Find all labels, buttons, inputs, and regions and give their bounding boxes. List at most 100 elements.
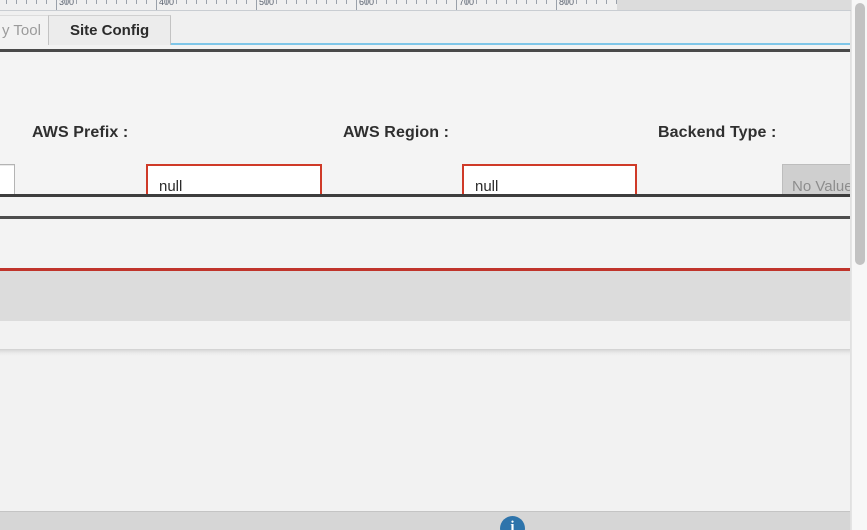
ruler-tick-minor [176, 0, 177, 4]
ruler-tick-major [456, 0, 457, 10]
ruler-tick-minor [236, 0, 237, 4]
ruler-tick-minor [436, 0, 437, 4]
content-canvas [0, 356, 867, 511]
ruler-tick-minor [326, 0, 327, 4]
ruler-tick-major [156, 0, 157, 10]
ruler-tick-minor [296, 0, 297, 4]
ruler-tick-minor [416, 0, 417, 4]
ruler-tick-minor [226, 0, 227, 4]
ruler-tick-minor [566, 0, 567, 4]
ruler-tick-minor [606, 0, 607, 4]
ruler-tick-minor [46, 0, 47, 4]
ruler-tick-minor [36, 0, 37, 4]
ruler-tick-major [56, 0, 57, 10]
ruler-tick-minor [346, 0, 347, 4]
ruler-tick-minor [76, 0, 77, 4]
ruler-tick-minor [526, 0, 527, 4]
info-icon[interactable]: i [500, 516, 525, 530]
ruler-tick-minor [466, 0, 467, 4]
ruler-tick-minor [96, 0, 97, 4]
tab-strip: y Tool Site Config [0, 11, 867, 45]
toolbar-band-lower [0, 219, 867, 268]
ruler-tick-minor [396, 0, 397, 4]
ruler-label: 800 [559, 0, 575, 7]
ruler-tick-minor [596, 0, 597, 4]
ruler-tick-minor [196, 0, 197, 4]
ruler-tick-minor [276, 0, 277, 4]
field-aws-prefix: AWS Prefix : [32, 110, 128, 156]
ruler-inactive-area [617, 0, 867, 10]
ruler-tick-minor [336, 0, 337, 4]
ruler-tick-minor [116, 0, 117, 4]
ruler-tick-minor [426, 0, 427, 4]
ruler-tick-minor [616, 0, 617, 4]
ruler-tick-minor [306, 0, 307, 4]
ruler-tick-minor [386, 0, 387, 4]
ruler-track [0, 0, 617, 10]
ruler-tick-minor [506, 0, 507, 4]
ruler-tick-minor [576, 0, 577, 4]
ruler-tick-minor [216, 0, 217, 4]
scrollbar-thumb[interactable] [855, 3, 865, 265]
ruler-tick-minor [136, 0, 137, 4]
lower-panel [0, 321, 867, 350]
ruler-tick-minor [206, 0, 207, 4]
tab-query-tool[interactable]: y Tool [0, 15, 52, 45]
ruler-tick-minor [476, 0, 477, 4]
ruler-tick-minor [516, 0, 517, 4]
ruler-tick-minor [546, 0, 547, 4]
ruler-tick-minor [166, 0, 167, 4]
status-bar [0, 511, 867, 530]
ruler-tick-minor [586, 0, 587, 4]
tab-query-tool-label: y Tool [2, 22, 41, 39]
panel-shadow [0, 350, 867, 356]
tab-site-config[interactable]: Site Config [48, 15, 172, 45]
toolbar-band-upper [0, 197, 867, 216]
ruler-tick-minor [6, 0, 7, 4]
ruler-tick-minor [486, 0, 487, 4]
ruler-tick-major [356, 0, 357, 10]
vertical-scrollbar[interactable] [851, 0, 867, 530]
site-config-form: AWS Prefix : null AWS Region : null Back… [0, 52, 867, 209]
ruler-tick-minor [86, 0, 87, 4]
ruler-tick-minor [26, 0, 27, 4]
tab-site-config-label: Site Config [70, 22, 150, 39]
field-backend-type: Backend Type : [658, 110, 776, 156]
ruler-label: 400 [159, 0, 175, 7]
content-edge [850, 11, 851, 530]
ruler-tick-minor [126, 0, 127, 4]
ruler-tick-minor [266, 0, 267, 4]
horizontal-ruler: 300 400 500 600 700 800 [0, 0, 867, 11]
ruler-tick-major [556, 0, 557, 10]
ruler-tick-minor [186, 0, 187, 4]
ruler-label: 600 [359, 0, 375, 7]
aws-region-label: AWS Region : [343, 124, 450, 141]
ruler-tick-minor [406, 0, 407, 4]
field-aws-region: AWS Region : [343, 110, 449, 156]
ruler-label: 700 [459, 0, 475, 7]
header-divider [0, 49, 867, 52]
aws-prefix-value: null [159, 178, 183, 195]
ruler-tick-minor [106, 0, 107, 4]
search-band [0, 271, 867, 321]
ruler-tick-minor [536, 0, 537, 4]
info-icon-glyph: i [510, 519, 515, 530]
ruler-tick-minor [496, 0, 497, 4]
ruler-tick-minor [286, 0, 287, 4]
ruler-tick-minor [366, 0, 367, 4]
ruler-tick-minor [446, 0, 447, 4]
ruler-label: 500 [259, 0, 275, 7]
error-divider [0, 268, 867, 271]
ruler-tick-major [256, 0, 257, 10]
ruler-tick-minor [16, 0, 17, 4]
section-divider-upper [0, 194, 867, 197]
backend-type-label: Backend Type : [658, 124, 777, 141]
aws-prefix-label: AWS Prefix : [32, 124, 129, 141]
ruler-tick-minor [376, 0, 377, 4]
section-divider-lower [0, 216, 867, 219]
ruler-tick-minor [66, 0, 67, 4]
ruler-tick-minor [316, 0, 317, 4]
aws-region-value: null [475, 178, 499, 195]
ruler-label: 300 [59, 0, 75, 7]
ruler-tick-minor [246, 0, 247, 4]
